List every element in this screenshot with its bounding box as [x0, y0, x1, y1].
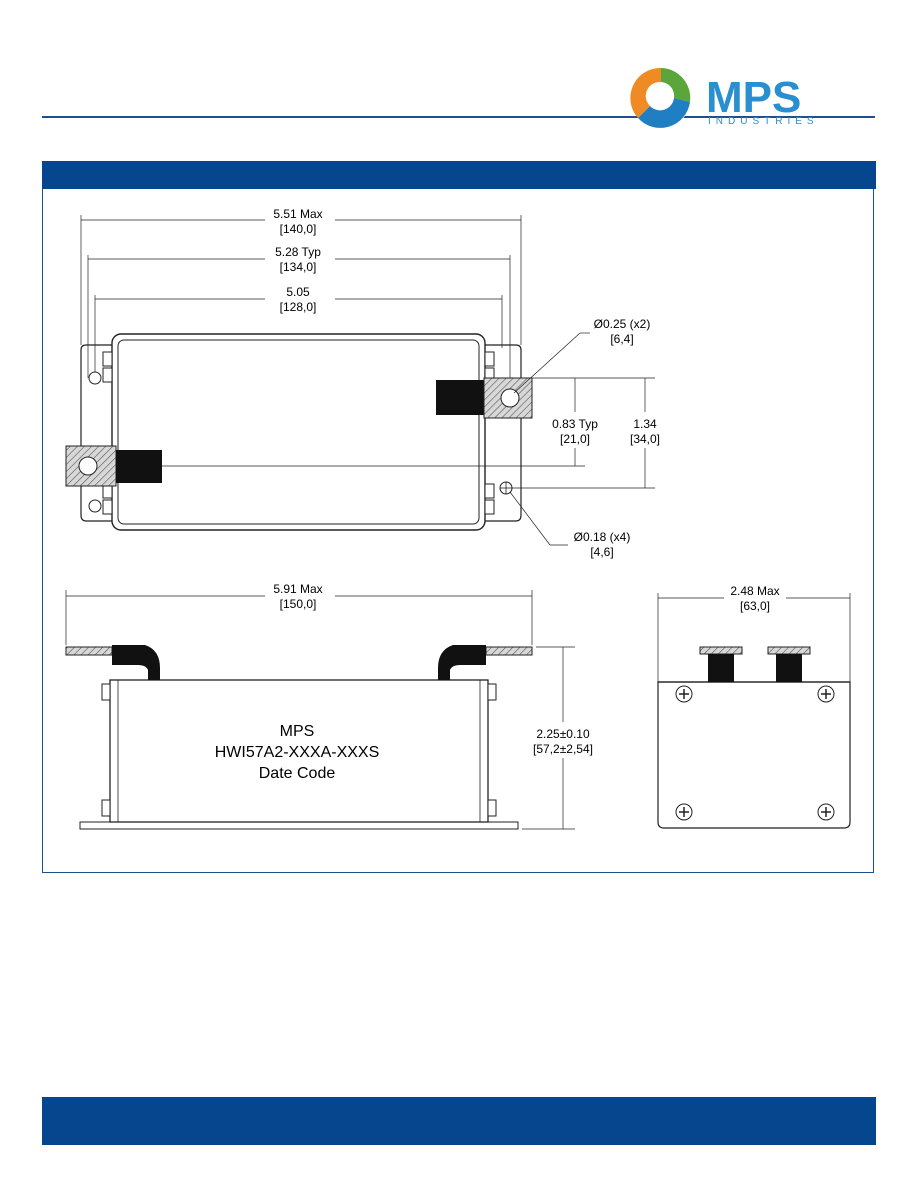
dim-overall-line1: 5.51 Max [273, 207, 322, 221]
dim-side-length-line1: 5.91 Max [273, 582, 322, 596]
end-screw-br [817, 803, 835, 821]
mount-hole-top-left [88, 371, 102, 385]
side-label-line1: MPS [280, 723, 315, 740]
hole-small-line1: Ø0.18 (x4) [574, 530, 631, 544]
dim-overall-width: 5.51 Max [140,0] [80, 207, 522, 345]
end-boot-left [708, 654, 734, 682]
dim-end-width-line1: 2.48 Max [730, 584, 779, 598]
side-screw-br [487, 799, 497, 817]
logo-blue-swirl [638, 98, 690, 128]
dim-inner-line1: 5.05 [286, 285, 310, 299]
screw-bottom-right [484, 483, 495, 499]
mps-logo: MPS INDUSTRIES [628, 58, 858, 138]
side-lug-right [485, 646, 533, 656]
screw-bottom-right-2 [484, 499, 495, 515]
header-rule [42, 116, 875, 118]
enclosure-inner-outline [117, 339, 480, 525]
dim-inner-width: 5.05 [128,0] [94, 285, 503, 372]
side-label-line2: HWI57A2-XXXA-XXXS [215, 744, 380, 761]
dim-side-length: 5.91 Max [150,0] [65, 582, 533, 645]
logo-orange-swirl [630, 67, 661, 118]
screw-top-left-2 [102, 367, 113, 383]
hole-large-line1: Ø0.25 (x2) [594, 317, 651, 331]
dim-end-width-line2: [63,0] [740, 599, 770, 613]
end-enclosure [657, 681, 851, 829]
terminal-spacing-line2: [21,0] [560, 432, 590, 446]
title-bar [42, 161, 876, 189]
end-boot-right [776, 654, 802, 682]
end-view: 2.48 Max [63,0] [657, 584, 851, 829]
dim-overall-line2: [140,0] [280, 222, 317, 236]
dim-typ-width: 5.28 Typ [134,0] [87, 245, 511, 378]
mps-logo-graphic: MPS INDUSTRIES [630, 67, 819, 128]
dim-side-height: 2.25±0.10 [57,2±2,54] [522, 646, 593, 830]
callout-large-hole: Ø0.25 (x2) [6,4] [513, 317, 651, 394]
side-view: MPS HWI57A2-XXXA-XXXS Date Code 5.91 Max… [65, 582, 593, 830]
end-lug-left [699, 646, 743, 655]
side-boot-left [112, 645, 160, 680]
terminal-spacing-line1: 0.83 Typ [552, 417, 598, 431]
side-lug-left [65, 646, 113, 656]
end-lug-right [767, 646, 811, 655]
terminal-left-hole [78, 456, 98, 476]
hole-large-line2: [6,4] [610, 332, 633, 346]
screw-bottom-left-2 [102, 499, 113, 515]
dim-typ-line1: 5.28 Typ [275, 245, 321, 259]
end-screw-bl [675, 803, 693, 821]
dim-side-height-line2: [57,2±2,54] [533, 742, 593, 756]
enclosure-outline [111, 333, 486, 531]
hole-small-line2: [4,6] [590, 545, 613, 559]
drawing-frame [42, 189, 874, 873]
mount-spacing-line1: 1.34 [633, 417, 657, 431]
side-label-line3: Date Code [259, 765, 336, 782]
callout-small-hole: Ø0.18 (x4) [4,6] [509, 491, 631, 559]
side-screw-tr [487, 683, 497, 701]
terminal-left-boot [116, 450, 162, 483]
logo-green-swirl [661, 68, 691, 102]
mounting-flange [80, 344, 522, 522]
screw-top-right [484, 351, 495, 367]
side-boot-right [438, 645, 486, 680]
logo-name: MPS [706, 73, 801, 122]
dim-side-length-line2: [150,0] [280, 597, 317, 611]
dim-end-width: 2.48 Max [63,0] [657, 584, 851, 682]
dim-typ-line2: [134,0] [280, 260, 317, 274]
terminal-right-boot [436, 380, 484, 415]
terminal-right-hole [500, 388, 520, 408]
side-screw-tl [101, 683, 111, 701]
end-screw-tl [675, 685, 693, 703]
screw-top-left [102, 351, 113, 367]
mount-spacing-line2: [34,0] [630, 432, 660, 446]
footer-bar [42, 1097, 876, 1145]
dim-inner-line2: [128,0] [280, 300, 317, 314]
logo-subtitle: INDUSTRIES [708, 116, 819, 127]
side-enclosure [109, 679, 489, 823]
mount-hole-bottom-left [88, 499, 102, 513]
side-screw-bl [101, 799, 111, 817]
end-screw-tr [817, 685, 835, 703]
dim-mount-spacing: 1.34 [34,0] [512, 377, 660, 489]
dim-side-height-line1: 2.25±0.10 [536, 727, 590, 741]
top-view: 5.51 Max [140,0] 5.28 Typ [134,0] 5.05 [… [65, 207, 660, 559]
dim-terminal-spacing: 0.83 Typ [21,0] [162, 377, 598, 467]
side-base-flange [79, 821, 519, 830]
